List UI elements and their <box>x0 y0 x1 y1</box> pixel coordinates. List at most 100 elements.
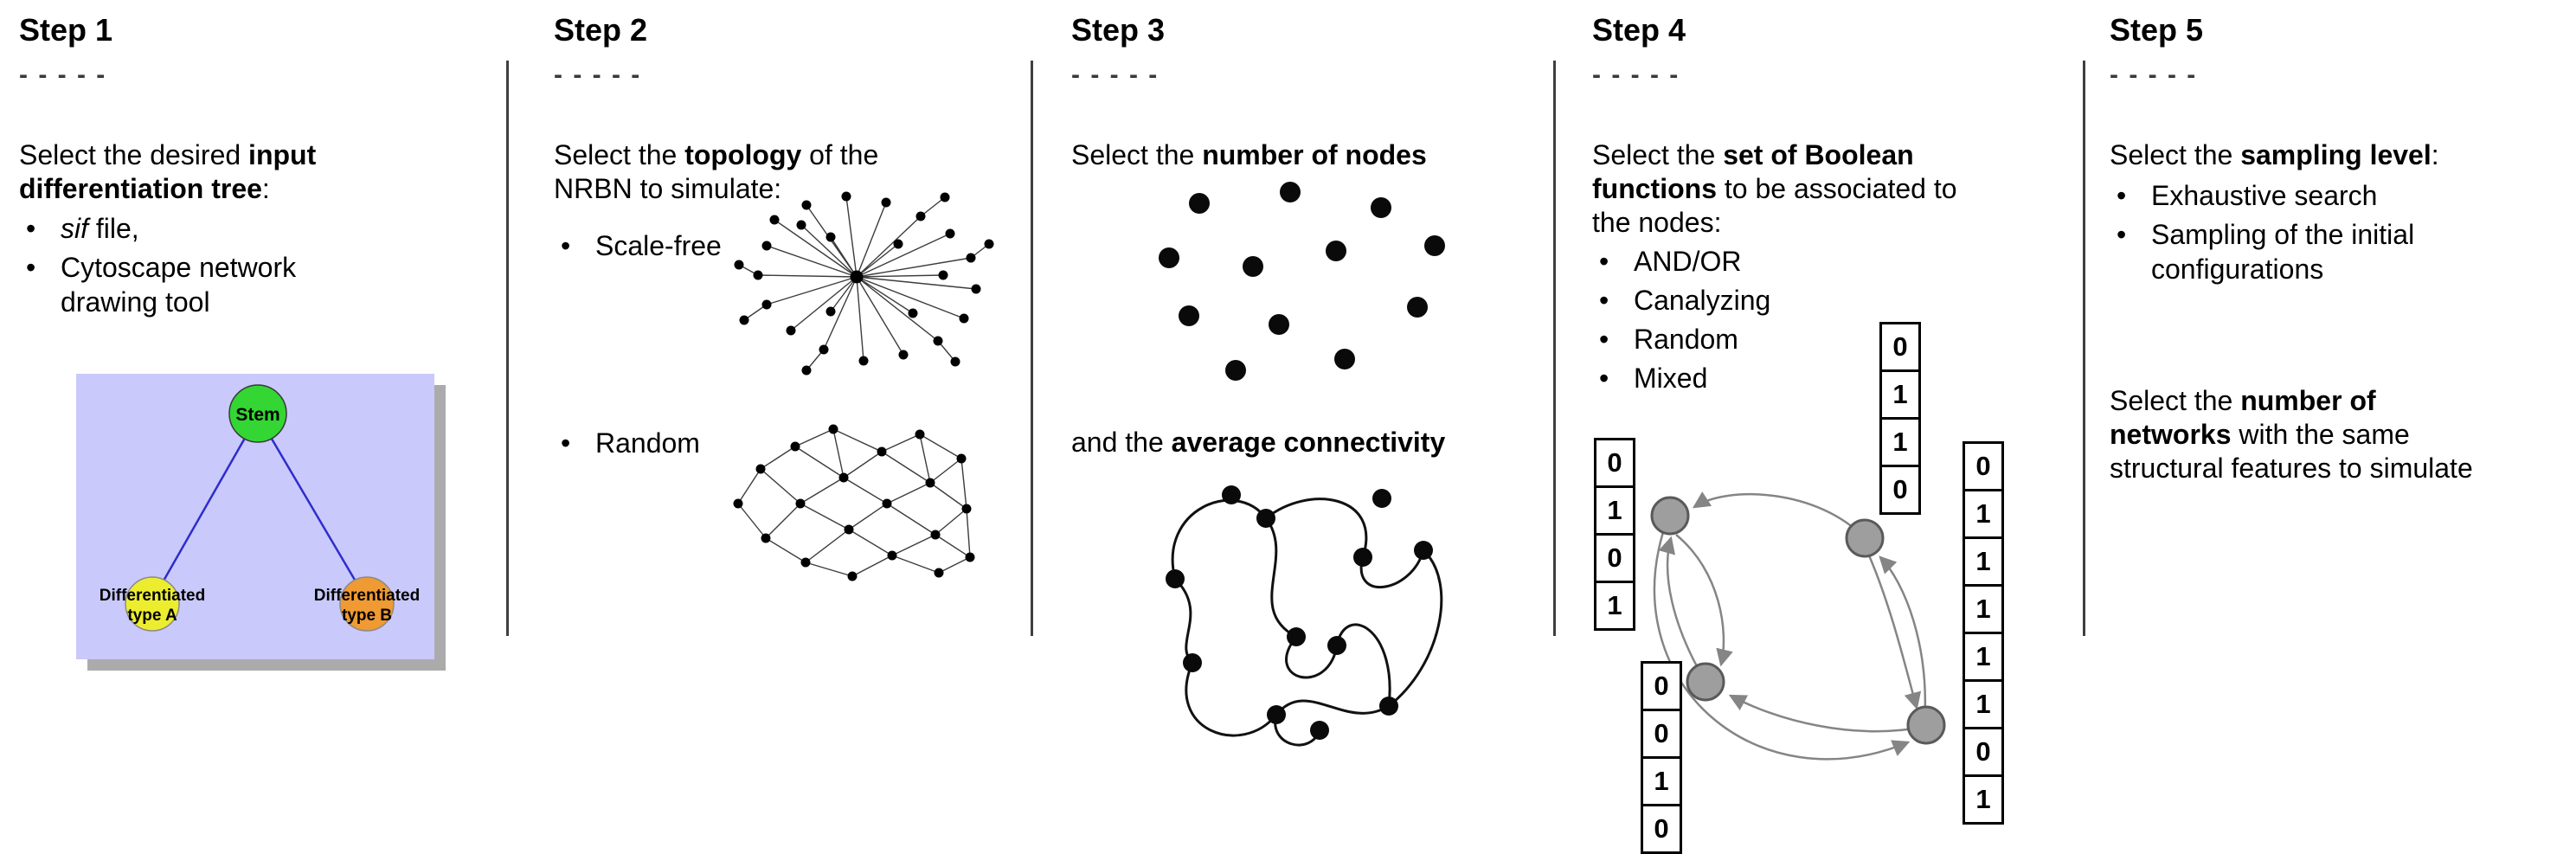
bullet-text: Exhaustive search <box>2151 180 2378 211</box>
step-4-bullet-list: • AND/OR • Canalyzing • Random • Mixed <box>1592 244 1852 400</box>
step-3-lead-2: and the average connectivity <box>1071 427 1446 458</box>
step-5-dashes: - - - - - <box>2110 61 2198 89</box>
bullet-item: • Scale-free <box>554 228 722 263</box>
tree-edge <box>256 414 369 601</box>
truth-table-cell: 0 <box>1641 661 1682 711</box>
step-4-lead: Select the set of Boolean functions to b… <box>1592 139 1957 238</box>
step-2-title: Step 2 <box>554 12 648 48</box>
bullet-item: • Sampling of the initial configurations <box>2110 217 2542 286</box>
step-3-dashes: - - - - - <box>1071 61 1160 89</box>
column-divider <box>506 61 509 636</box>
bullet-text: sif file, <box>61 213 139 244</box>
step-1-dashes: - - - - - <box>19 61 107 89</box>
truth-table-cell: 0 <box>1594 438 1635 488</box>
bullet-dot: • <box>2117 180 2127 211</box>
bullet-dot: • <box>561 427 571 459</box>
truth-table-cell: 0 <box>1641 804 1682 854</box>
diff-a-label: Differentiated <box>100 587 205 605</box>
truth-table-cell: 1 <box>1594 485 1635 536</box>
truth-table-cell: 1 <box>1963 679 2004 729</box>
network-arrows <box>1653 491 1927 761</box>
truth-table-cell: 0 <box>1641 709 1682 759</box>
truth-table-cell: 0 <box>1594 533 1635 583</box>
truth-table-cell: 1 <box>1963 774 2004 825</box>
bullet-text: Random <box>595 427 700 459</box>
column-divider <box>2083 61 2085 636</box>
step-2-lead: Select the topology of the NRBN to simul… <box>554 139 879 204</box>
network-node <box>1686 662 1725 702</box>
bullet-item: • AND/OR <box>1592 244 1852 279</box>
network-edges <box>738 196 990 371</box>
step-5-lead: Select the sampling level: <box>2110 139 2439 170</box>
truth-table-cell: 1 <box>1963 489 2004 539</box>
differentiation-tree-graphic: Stem Differentiated type A Differentiate… <box>76 374 446 671</box>
step-2-column: Step 2 - - - - - Select the topology of … <box>554 12 1023 843</box>
truth-table-cell: 1 <box>1641 756 1682 806</box>
step-4-dashes: - - - - - <box>1592 61 1680 89</box>
stem-node <box>228 384 287 443</box>
truth-table-cell: 0 <box>1963 441 2004 491</box>
truth-table-cell: 1 <box>1879 417 1921 467</box>
bullet-text: Canalyzing <box>1634 285 1771 316</box>
bullet-text: Scale-free <box>595 230 722 261</box>
bullet-text: Cytoscape network drawing tool <box>61 252 297 318</box>
column-divider <box>1031 61 1033 636</box>
step-5-lead-2: Select the number of networks with the s… <box>2110 385 2473 484</box>
network-edges <box>1171 498 1443 747</box>
bullet-dot: • <box>1599 363 1609 394</box>
truth-table-cell: 1 <box>1963 536 2004 587</box>
diff-b-node <box>339 576 395 632</box>
tree-edge <box>151 414 260 601</box>
lead-text: Select the desired <box>19 139 249 170</box>
nodes-scatter-graphic <box>1159 182 1445 381</box>
bullet-item: • Cytoscape network drawing tool <box>19 250 382 319</box>
lead-bold: input <box>248 139 317 170</box>
bullet-dot: • <box>1599 285 1609 316</box>
bullet-dot: • <box>1599 246 1609 277</box>
step-3-column: Step 3 - - - - - Select the number of no… <box>1071 12 1577 843</box>
lead-bold: differentiation tree <box>19 173 262 204</box>
diff-a-label: type A <box>127 607 177 625</box>
bullet-text: Sampling of the initial configurations <box>2151 219 2415 285</box>
network-node <box>1845 518 1885 558</box>
bullet-dot: • <box>561 230 571 261</box>
bullet-item: • Random <box>1592 322 1852 356</box>
bullet-dot: • <box>26 213 36 244</box>
bullet-text: Mixed <box>1634 363 1708 394</box>
network-edges <box>737 428 971 577</box>
step-4-title: Step 4 <box>1592 12 1686 48</box>
network-nodes <box>1650 496 1946 745</box>
network-nodes <box>733 424 975 581</box>
network-node <box>1906 705 1946 745</box>
network-nodes <box>1166 485 1433 740</box>
truth-table-cell: 0 <box>1963 727 2004 777</box>
step-5-column: Step 5 - - - - - Select the sampling lev… <box>2110 12 2568 843</box>
column-divider <box>1553 61 1556 636</box>
step-3-lead: Select the number of nodes <box>1071 139 1427 170</box>
step-1-lead: Select the desired input differentiation… <box>19 138 491 206</box>
bullet-item: • Exhaustive search <box>2110 178 2542 213</box>
step-4-column: Step 4 - - - - - Select the set of Boole… <box>1592 12 2072 854</box>
truth-table-cell: 1 <box>1963 584 2004 634</box>
truth-table-cell: 0 <box>1879 465 1921 515</box>
scale-free-network-graphic <box>734 191 994 376</box>
stem-label: Stem <box>235 405 279 425</box>
lead-text: : <box>261 173 270 204</box>
truth-table-cell: 1 <box>1594 581 1635 631</box>
diff-a-node <box>125 576 180 632</box>
diff-b-label: Differentiated <box>314 587 420 605</box>
bullet-item: • sif file, <box>19 211 382 246</box>
bullet-dot: • <box>1599 324 1609 355</box>
network-node <box>1650 496 1690 536</box>
random-network-graphic <box>733 424 975 581</box>
scatter-dots <box>1159 182 1445 381</box>
network-nodes <box>734 191 994 376</box>
step-2-dashes: - - - - - <box>554 61 642 89</box>
step-1-column: Step 1 - - - - - Select the desired inpu… <box>19 12 493 843</box>
step-1-bullet-list: • sif file, • Cytoscape network drawing … <box>19 211 382 324</box>
